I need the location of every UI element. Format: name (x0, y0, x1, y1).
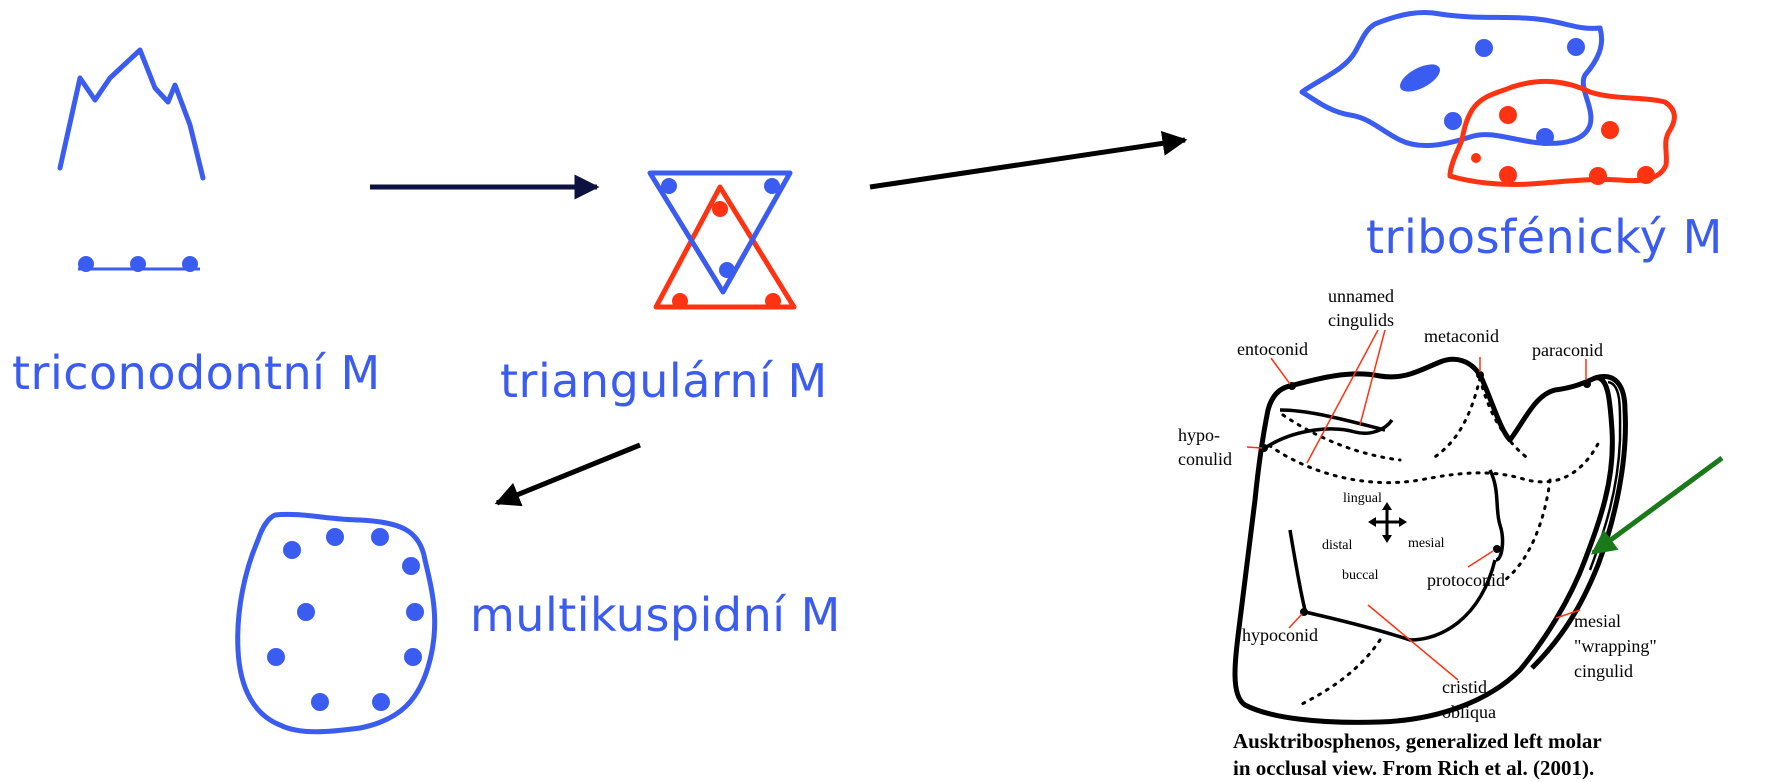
label-lingual: lingual (1343, 491, 1382, 506)
triangular-tooth (647, 170, 797, 310)
label-mesial-wrapping-2: "wrapping" (1574, 636, 1657, 656)
direction-cross-icon (1368, 502, 1407, 543)
green-pointer-arrow (1590, 455, 1724, 556)
triconodont-cusps (78, 256, 200, 272)
label-triconodont: triconodontní M (12, 346, 381, 400)
label-mesial-wrapping-3: cingulid (1574, 661, 1633, 681)
label-distal: distal (1322, 538, 1352, 553)
label-buccal: buccal (1342, 568, 1379, 583)
label-entoconid: entoconid (1237, 339, 1308, 359)
caption-line-2: in occlusal view. From Rich et al. (2001… (1233, 756, 1595, 780)
tribosphenic-tooth (1299, 9, 1677, 188)
label-cingulids: cingulids (1328, 310, 1394, 330)
caption-line-1: Ausktribosphenos, generalized left molar (1233, 729, 1602, 753)
label-hypoconid: hypoconid (1242, 625, 1318, 645)
label-conulid: conulid (1178, 449, 1232, 469)
label-mesial-wrapping-1: mesial (1574, 611, 1621, 631)
figure-caption: Ausktribosphenos, generalized left molar… (1233, 728, 1602, 782)
label-paraconid: paraconid (1532, 340, 1603, 360)
label-tribosphenic: tribosfénický M (1366, 210, 1723, 264)
molar-illustration: unnamed cingulids entoconid metaconid pa… (1175, 286, 1680, 781)
arrow-to-tribosphenic (869, 130, 1188, 190)
multicuspid-tooth (235, 511, 438, 735)
label-multicuspid: multikuspidní M (470, 588, 841, 642)
label-metaconid: metaconid (1424, 326, 1499, 346)
label-protoconid: protoconid (1427, 570, 1505, 590)
triconodont-profile (57, 47, 206, 181)
arrow-to-multicuspid (494, 442, 641, 507)
label-cristid: cristid (1442, 677, 1487, 697)
label-hypo: hypo- (1178, 425, 1220, 445)
label-unnamed: unnamed (1328, 286, 1394, 306)
label-triangular: triangulární M (500, 354, 828, 408)
label-obliqua: obliqua (1442, 702, 1496, 722)
label-mesial: mesial (1408, 536, 1445, 551)
